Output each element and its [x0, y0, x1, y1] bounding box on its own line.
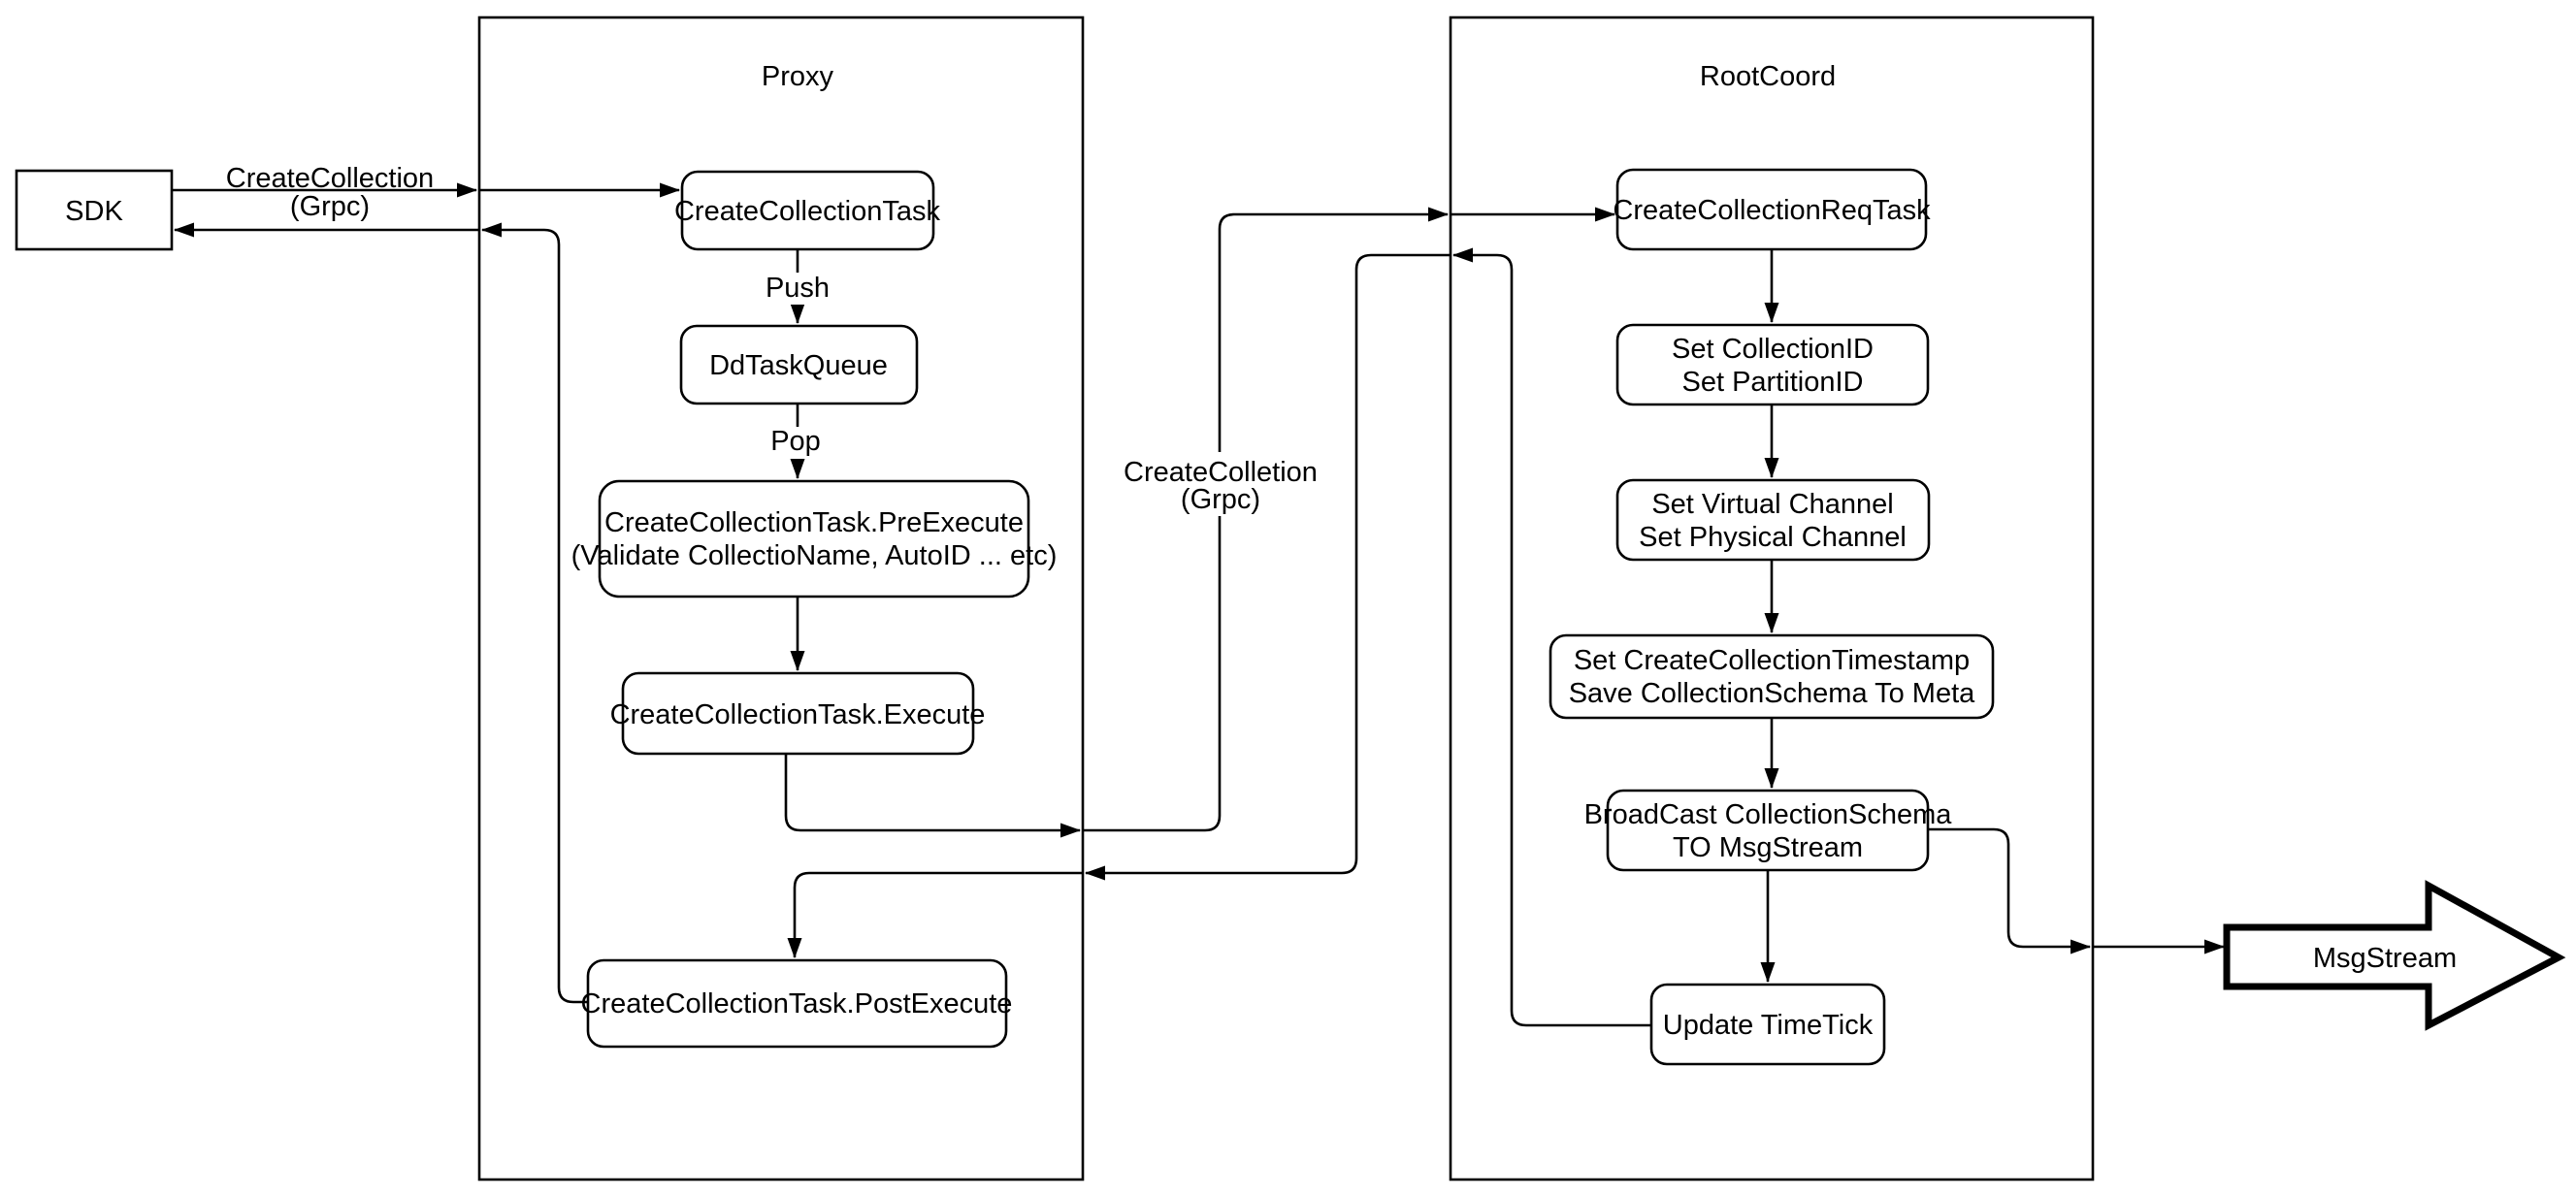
node-msgstream: MsgStream	[2223, 880, 2566, 1031]
node-label-line: Set CreateCollectionTimestamp	[1574, 645, 1970, 676]
edge-label-createcollection-grpc: CreateCollection (Grpc)	[226, 163, 434, 222]
node-label-line: Set PartitionID	[1682, 367, 1864, 398]
node-update-timetick: Update TimeTick	[1649, 983, 1886, 1066]
node-label: CreateCollectionTask.Execute	[610, 699, 986, 730]
edge-rootcoord-border-to-proxy-border	[1085, 253, 1451, 881]
edge-label-line: (Grpc)	[1181, 484, 1260, 515]
edge-label-pop: Pop	[760, 426, 833, 459]
edge-label-line: (Grpc)	[290, 191, 370, 222]
edge-execute-to-proxy-border	[784, 754, 1081, 838]
node-broadcast: BroadCast CollectionSchema TO MsgStream	[1584, 789, 1953, 872]
node-label: MsgStream	[2313, 943, 2457, 974]
proxy-container: Proxy	[477, 16, 1085, 1181]
edge-proxy-border-to-rootcoord-border	[1083, 207, 1449, 832]
proxy-container-title: Proxy	[762, 61, 834, 92]
edge-label-line: Push	[766, 273, 830, 304]
msgstream-block-arrow	[2223, 880, 2566, 1031]
node-label-line: Save CollectionSchema To Meta	[1569, 678, 1975, 709]
node-label-line: (Validate CollectioName, AutoID ... etc)	[571, 540, 1058, 571]
node-label-line: TO MsgStream	[1673, 832, 1863, 863]
node-label-line: Set CollectionID	[1672, 334, 1874, 365]
node-label: SDK	[65, 196, 123, 227]
node-label: DdTaskQueue	[709, 350, 888, 381]
node-label-line: CreateCollectionTask.PreExecute	[604, 507, 1024, 538]
node-dd-task-queue: DdTaskQueue	[679, 324, 919, 405]
node-label-line: Set Virtual Channel	[1651, 489, 1893, 520]
edge-label-push: Push	[757, 273, 838, 305]
node-pre-execute: CreateCollectionTask.PreExecute (Validat…	[571, 479, 1058, 598]
node-label: Update TimeTick	[1663, 1010, 1874, 1041]
node-set-timestamp: Set CreateCollectionTimestamp Save Colle…	[1549, 633, 1995, 720]
rootcoord-container: RootCoord	[1449, 16, 2095, 1181]
edge-broadcast-to-rootcoord-border	[1928, 827, 2091, 954]
node-post-execute: CreateCollectionTask.PostExecute	[581, 958, 1013, 1049]
node-create-collection-req-task: CreateCollectionReqTask	[1613, 168, 1931, 251]
edge-label-line: Pop	[770, 426, 821, 457]
node-set-ids: Set CollectionID Set PartitionID	[1615, 323, 1930, 406]
node-label-line: BroadCast CollectionSchema	[1584, 799, 1953, 830]
node-set-channels: Set Virtual Channel Set Physical Channel	[1615, 478, 1931, 562]
edge-label-createcolletion-grpc: CreateColletion (Grpc)	[1111, 452, 1330, 516]
node-execute: CreateCollectionTask.Execute	[610, 671, 986, 756]
node-label: CreateCollectionTask	[674, 196, 941, 227]
rootcoord-container-title: RootCoord	[1700, 61, 1836, 92]
node-label: CreateCollectionReqTask	[1613, 195, 1931, 226]
edge-proxy-border-to-postexecute	[787, 871, 1083, 958]
node-sdk: SDK	[15, 169, 174, 251]
node-label-line: Set Physical Channel	[1639, 522, 1907, 553]
node-create-collection-task: CreateCollectionTask	[674, 170, 941, 251]
edge-label-line: CreateColletion	[1124, 457, 1318, 488]
node-label: CreateCollectionTask.PostExecute	[581, 988, 1013, 1019]
edge-postexecute-to-proxy-border	[481, 222, 588, 1004]
edge-label-line: CreateCollection	[226, 163, 434, 194]
edge-timetick-to-rootcoord-border	[1452, 247, 1651, 1027]
